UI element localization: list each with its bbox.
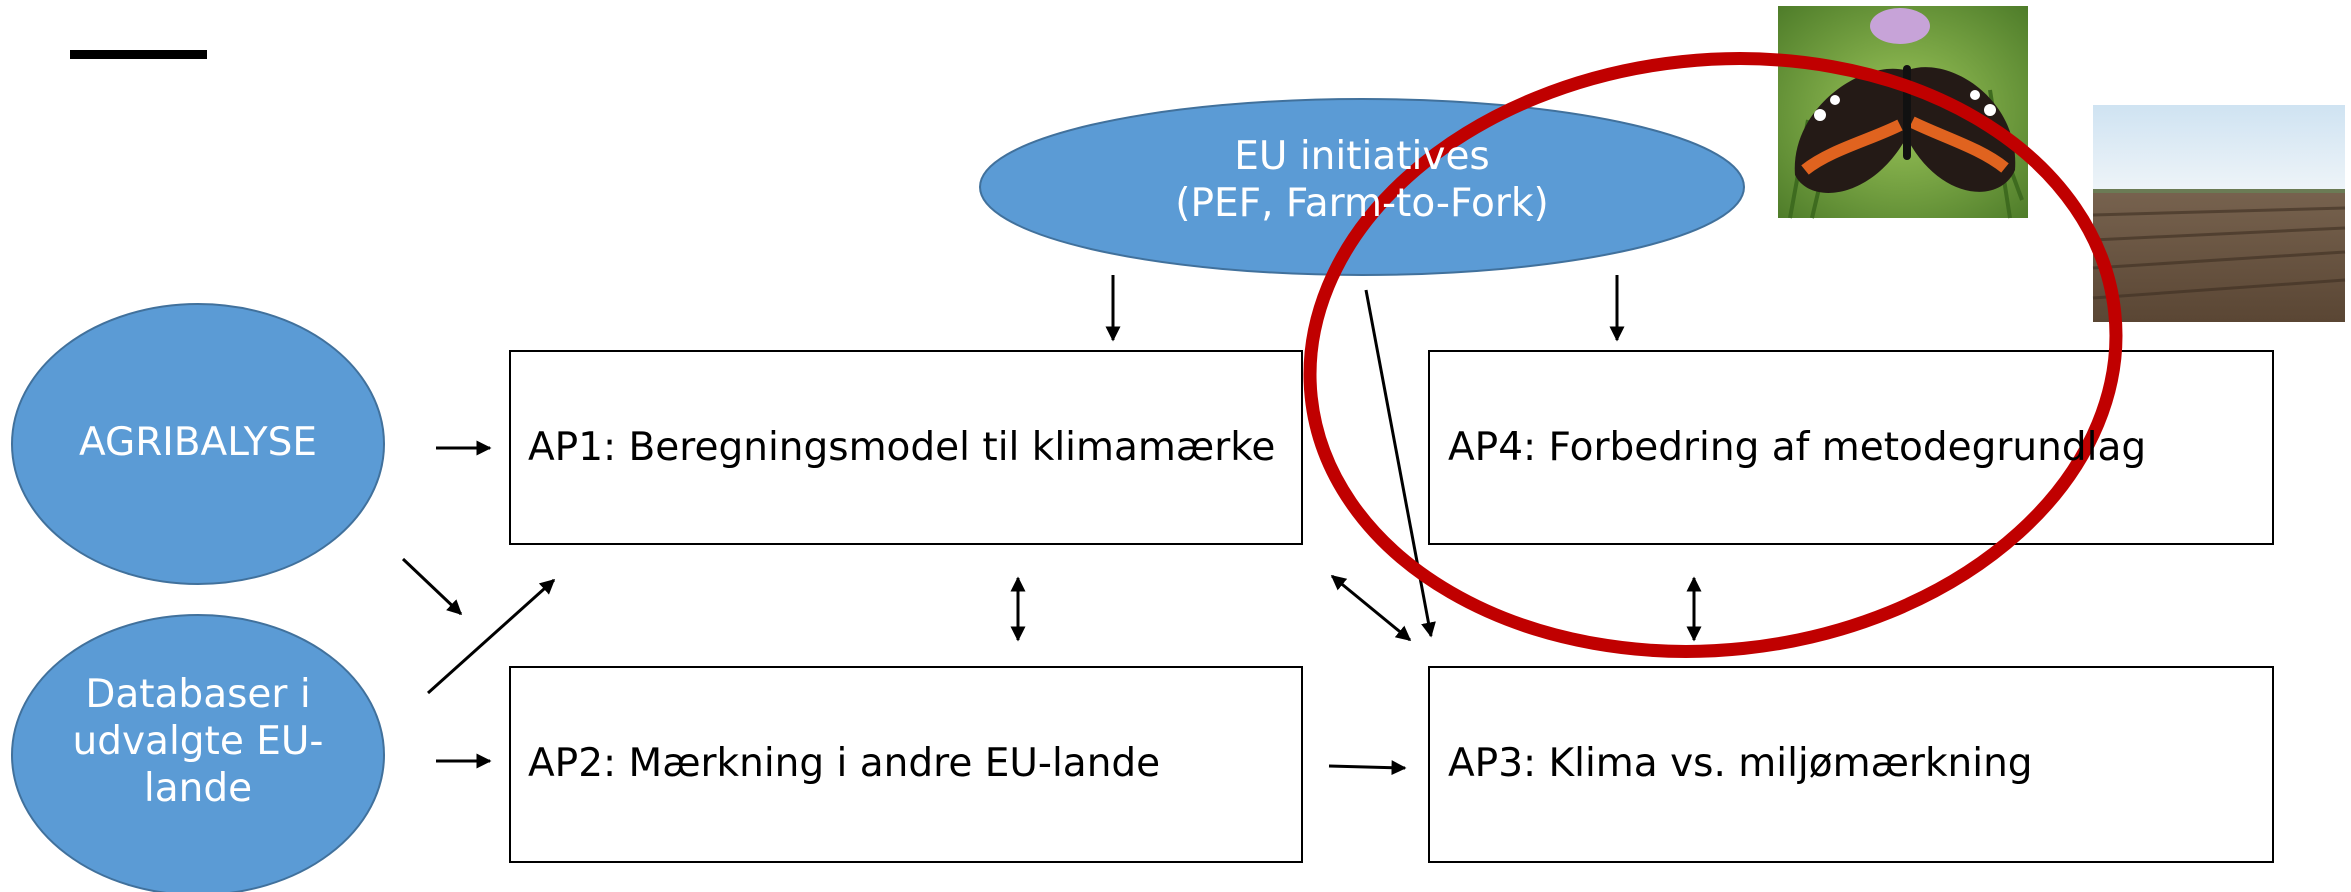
databaser-label: Databaser i udvalgte EU- lande: [48, 672, 348, 812]
ap1-label: AP1: Beregningsmodel til klimamærke: [528, 425, 1276, 470]
arrow-agribalyse-to-ap2: [401, 557, 463, 616]
ap1-box: [509, 350, 1303, 545]
butterfly-photo: [1778, 6, 2028, 219]
agribalyse-ellipse: [11, 303, 385, 585]
databaser-ellipse: [11, 614, 385, 892]
eu-initiatives-line1: EU initiatives: [1234, 134, 1490, 179]
ap2-label: AP2: Mærkning i andre EU-lande: [528, 741, 1161, 786]
ap3-label: AP3: Klima vs. miljømærkning: [1448, 741, 2033, 786]
databaser-line2: udvalgte EU-: [72, 718, 324, 764]
plowed-field-photo: [2092, 105, 2346, 322]
ap4-label: AP4: Forbedring af metodegrundlag: [1448, 425, 2147, 470]
databaser-line3: lande: [143, 765, 253, 811]
eu-initiatives-ellipse: [979, 98, 1745, 276]
databaser-line1: Databaser i: [85, 672, 311, 717]
arrow-databaser-to-ap1: [426, 578, 556, 695]
title-bar-decoration: [70, 50, 207, 59]
eu-initiatives-label: EU initiatives (PEF, Farm-to-Fork): [1032, 134, 1692, 228]
arrow-ap1-ap3: [1330, 574, 1412, 642]
arrow-eu-to-ap3: [1364, 289, 1436, 638]
eu-initiatives-line2: (PEF, Farm-to-Fork): [1175, 180, 1549, 226]
arrow-ap2-to-ap3: [1328, 760, 1407, 776]
highlight-ring: [1303, 52, 2123, 658]
agribalyse-label: AGRIBALYSE: [78, 420, 318, 465]
ap2-box: [509, 666, 1303, 863]
ap4-box: [1428, 350, 2274, 545]
ap3-box: [1428, 666, 2274, 863]
